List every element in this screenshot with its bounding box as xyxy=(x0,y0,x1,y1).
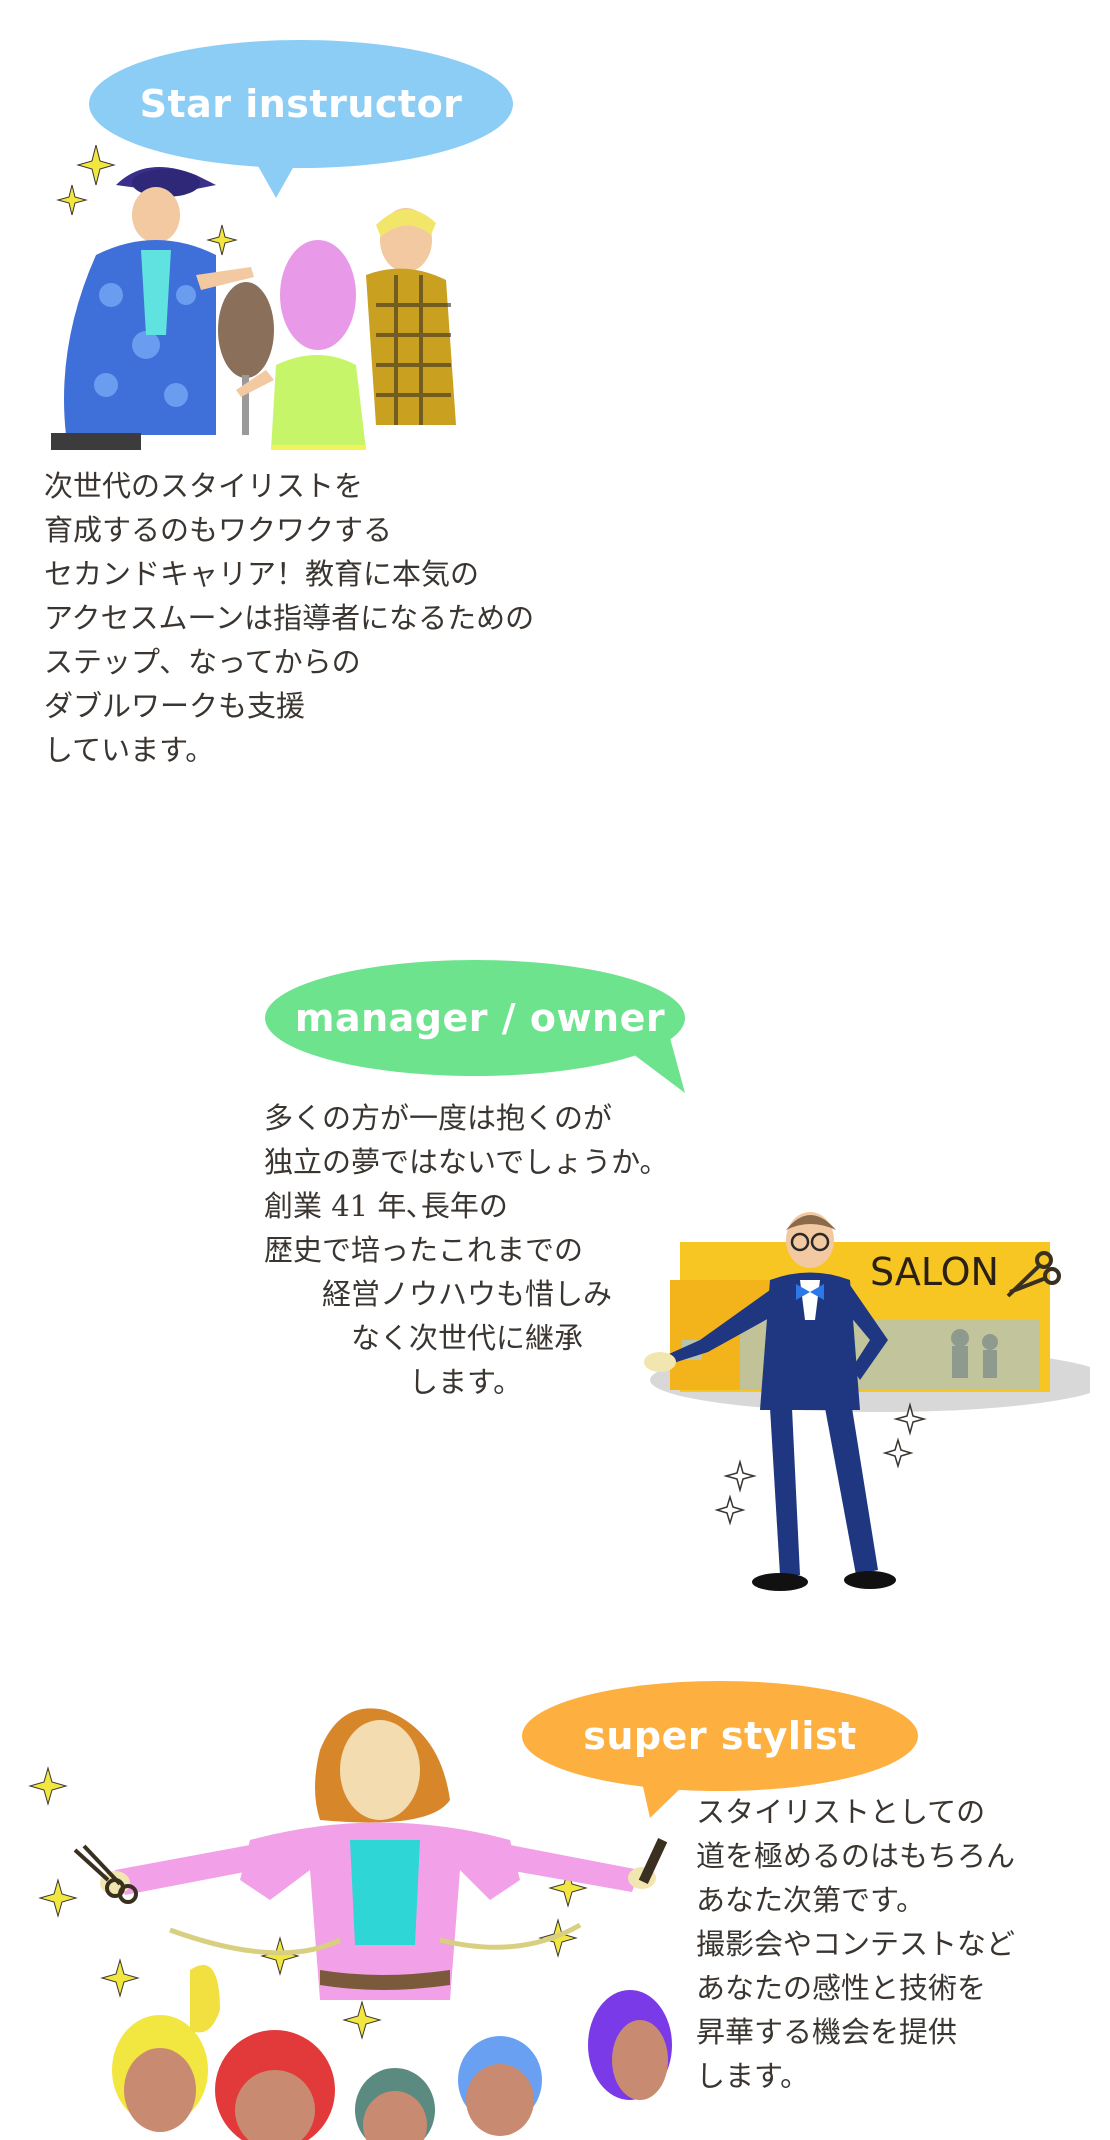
text-line: 歴史で培ったこれまでの xyxy=(264,1233,584,1267)
text-line: アクセスムーンは指導者になるための xyxy=(44,601,535,635)
text-line: 経営ノウハウも惜しみ xyxy=(264,1277,613,1311)
speech-bubble-shape xyxy=(522,1681,918,1818)
instructor-figure xyxy=(51,167,254,450)
sparkle-icon xyxy=(714,1402,927,1526)
star-instructor-text: 次世代のスタイリストを 育成するのもワクワクする セカンドキャリア！教育に本気の… xyxy=(44,464,534,772)
text-line: 道を極めるのはもちろん xyxy=(696,1839,1016,1873)
speech-bubble-shape xyxy=(265,960,685,1093)
super-stylist-section: super stylist xyxy=(0,1660,1110,2140)
text-line: あなたの感性と技術を xyxy=(696,1971,987,2005)
scissors-icon xyxy=(73,1844,138,1904)
text-line: 独立の夢ではないでしょうか。 xyxy=(264,1145,669,1179)
super-stylist-illustration xyxy=(28,1708,672,2140)
text-line: あなた次第です。 xyxy=(696,1883,926,1917)
text-line: 育成するのもワクワクする xyxy=(44,513,393,547)
star-instructor-bubble-label: Star instructor xyxy=(139,82,463,126)
text-line: します。 xyxy=(264,1365,523,1399)
super-stylist-text: スタイリストとしての 道を極めるのはもちろん あなた次第です。 撮影会やコンテス… xyxy=(696,1790,1015,2098)
text-line: します。 xyxy=(696,2059,810,2093)
sparkle-icon xyxy=(28,1766,588,2040)
text-line: 多くの方が一度は抱くのが xyxy=(264,1101,613,1135)
bow-tie-icon xyxy=(796,1284,824,1300)
text-line: 撮影会やコンテストなど xyxy=(696,1927,1016,1961)
text-line: スタイリストとしての xyxy=(696,1795,986,1829)
mannequin-head xyxy=(218,282,274,435)
manager-owner-text: 多くの方が一度は抱くのが 独立の夢ではないでしょうか。 創業 41 年､長年の … xyxy=(264,1096,669,1404)
sparkle-icon xyxy=(56,145,238,256)
student-pink-hair xyxy=(236,240,366,450)
text-line: 昇華する機会を提供 xyxy=(696,2015,958,2049)
star-instructor-section: Star instructor xyxy=(0,0,1110,780)
text-line: セカンドキャリア！教育に本気の xyxy=(44,557,480,591)
manager-owner-bubble-label: manager / owner xyxy=(294,995,666,1040)
audience-heads xyxy=(112,1965,672,2140)
manager-owner-bubble: manager / owner xyxy=(265,958,695,1093)
manager-owner-section: manager / owner 多くの方が一度は抱くのが 独立の夢ではないでしょ… xyxy=(0,950,1110,1650)
instructor-illustration xyxy=(51,145,456,450)
super-stylist-bubble: super stylist xyxy=(520,1678,920,1818)
scissors-icon xyxy=(1006,1251,1061,1298)
comb-icon xyxy=(638,1838,668,1884)
text-line: ステップ、なってからの xyxy=(44,645,361,679)
text-line: 創業 41 年､長年の xyxy=(264,1189,508,1223)
star-instructor-bubble: Star instructor xyxy=(88,38,514,198)
salon-sign-label: SALON xyxy=(870,1250,999,1294)
text-line: 次世代のスタイリストを xyxy=(44,469,364,503)
tool-belt xyxy=(320,1970,450,1990)
stylist-figure xyxy=(100,1708,656,2000)
manager-figure xyxy=(644,1212,896,1591)
text-line: ダブルワークも支援 xyxy=(44,689,306,723)
speech-bubble-shape xyxy=(89,40,513,198)
salon-illustration: SALON xyxy=(620,1180,1090,1600)
super-stylist-bubble-label: super stylist xyxy=(583,1714,857,1758)
student-blonde xyxy=(366,208,456,425)
text-line: なく次世代に継承 xyxy=(264,1321,584,1355)
text-line: しています。 xyxy=(44,733,215,767)
